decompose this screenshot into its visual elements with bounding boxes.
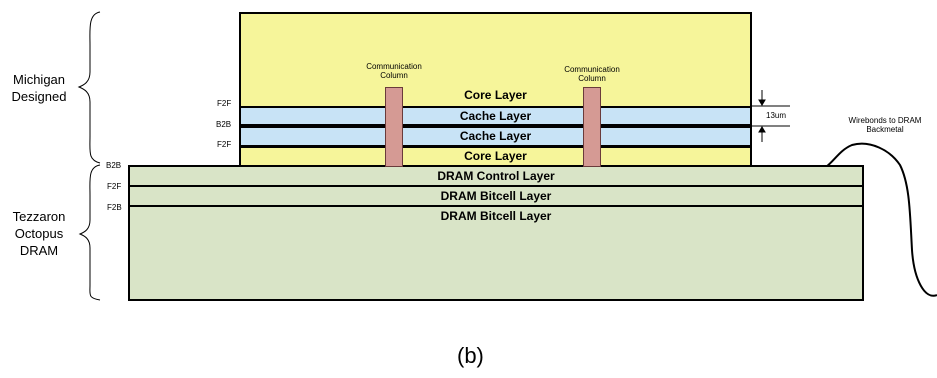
wirebond-label-line: Wirebonds to DRAM [848, 116, 922, 125]
column-label-line: Column [380, 71, 408, 80]
side-label-line: Tezzaron [12, 209, 66, 224]
b2b-tag: B2B [106, 161, 122, 170]
thickness-dimension-label: 13um [766, 111, 787, 120]
michigan-brace [77, 11, 101, 164]
side-label-line: Octopus [14, 226, 64, 241]
dram-stack [128, 165, 864, 301]
column-label-line: Communication [366, 62, 422, 71]
communication-column-left-label: Communication Column [354, 62, 434, 80]
tezzaron-dram-label: Tezzaron Octopus DRAM [4, 208, 74, 259]
figure-caption: (b) [457, 343, 484, 368]
michigan-designed-label: Michigan Designed [4, 71, 74, 105]
dram-divider [128, 205, 864, 207]
b2b-tag: B2B [216, 120, 232, 129]
dram-control-layer: DRAM Control Layer [437, 169, 555, 183]
core-layer-top-label: Core Layer [464, 88, 527, 102]
f2b-tag: F2B [107, 203, 122, 212]
cache-layer-1: Cache Layer [239, 106, 752, 126]
f2f-tag: F2F [217, 99, 232, 108]
communication-column-right-label: Communication Column [552, 65, 632, 83]
f2f-tag: F2F [217, 140, 232, 149]
column-label-line: Communication [564, 65, 620, 74]
dram-divider [128, 185, 864, 187]
wirebond-label: Wirebonds to DRAM Backmetal [835, 116, 935, 134]
communication-column-right [583, 87, 601, 167]
f2f-tag: F2F [107, 182, 122, 191]
communication-column-left [385, 87, 403, 167]
core-layer-bottom: Core Layer [239, 146, 752, 167]
dram-bitcell-layer-1: DRAM Bitcell Layer [440, 189, 552, 203]
column-label-line: Column [578, 74, 606, 83]
wirebond-wire [825, 142, 937, 297]
side-label-line: DRAM [19, 243, 59, 258]
wirebond-label-line: Backmetal [866, 125, 904, 134]
tezzaron-brace [78, 164, 101, 301]
cache-layer-2: Cache Layer [239, 126, 752, 147]
core-layer-top [239, 12, 752, 109]
dram-bitcell-layer-2: DRAM Bitcell Layer [440, 209, 552, 223]
side-label-line: Michigan [12, 72, 66, 87]
side-label-line: Designed [11, 89, 67, 104]
